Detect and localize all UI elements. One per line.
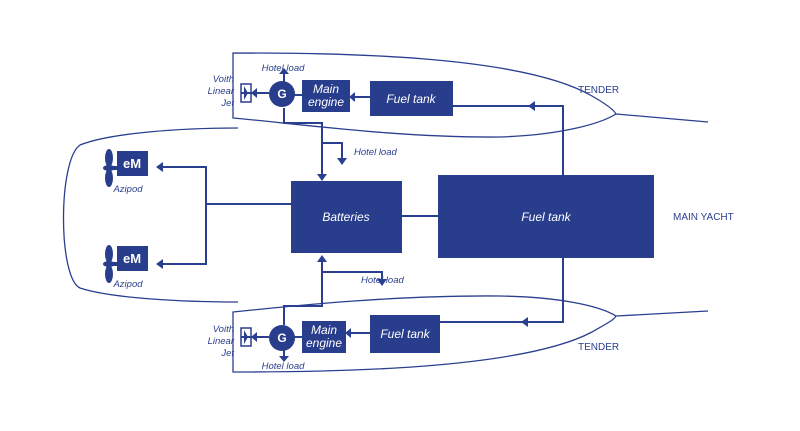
flow-gen-batteries-bottom (283, 258, 323, 325)
arrow-head (279, 356, 289, 362)
top-main-engine-label-1: Main (313, 82, 339, 96)
hotel-load-lower-label: Hotel load (361, 275, 404, 286)
bottom-fuel-tank-box (370, 315, 440, 353)
bottom-main-engine-label-2: engine (306, 336, 342, 350)
bottom-azipod-icon (103, 245, 148, 283)
top-azipod-icon (103, 149, 148, 187)
voith-top-label-1: Voith (213, 74, 234, 85)
bottom-fuel-tank-label: Fuel tank (380, 327, 430, 341)
tender-bottom-bow-line (615, 310, 709, 317)
arrow-head (317, 174, 327, 181)
flow-bus-azipod-bottom (162, 204, 207, 265)
tender-bottom-label: TENDER (578, 342, 619, 353)
flow-gen-batteries-top (283, 108, 323, 176)
arrow-head (377, 279, 387, 286)
top-voith-jet-icon (240, 83, 256, 103)
arrow-head (279, 68, 289, 74)
arrow-head (521, 317, 528, 327)
arrow-head (317, 255, 327, 262)
top-azipod-label: Azipod (112, 184, 143, 195)
bottom-em-label: eM (123, 251, 141, 266)
tender-top-hull (232, 52, 617, 138)
hotel-load-top-tender-label: Hotel load (262, 63, 305, 74)
top-main-engine-label-2: engine (308, 95, 344, 109)
hotel-load-upper-label: Hotel load (354, 147, 397, 158)
bottom-generator-icon (269, 325, 295, 351)
bottom-generator-label: G (277, 331, 286, 345)
tender-bottom-hull (232, 295, 617, 373)
arrow-head (337, 158, 347, 165)
bottom-main-engine-label-1: Main (311, 323, 337, 337)
main-fuel-tank-label: Fuel tank (521, 210, 571, 224)
arrow-head (349, 92, 355, 102)
arrow-head (156, 162, 163, 172)
batteries-label: Batteries (322, 210, 369, 224)
flow-main-fuel-top-tender (452, 105, 564, 175)
arrow-head (528, 101, 535, 111)
voith-top-label-2: Linear (208, 86, 235, 97)
voith-bottom-label-2: Linear (208, 336, 235, 347)
tender-top-label: TENDER (578, 85, 619, 96)
voith-top-label-3: Jet (220, 98, 234, 109)
flow-hotel-lower (322, 271, 383, 280)
top-em-label: eM (123, 156, 141, 171)
main-yacht-label: MAIN YACHT (673, 212, 734, 223)
top-main-engine-box (302, 80, 350, 112)
top-fuel-tank-box (370, 81, 453, 116)
batteries-box (291, 181, 402, 253)
main-fuel-tank-box (438, 175, 654, 258)
bottom-voith-jet-icon (240, 327, 256, 347)
top-fuel-tank-label: Fuel tank (386, 92, 436, 106)
bottom-main-engine-box (302, 321, 346, 353)
top-generator-icon (269, 81, 295, 107)
arrow-head (156, 259, 163, 269)
flow-bus-azipod-top (162, 166, 207, 204)
main-yacht-hull (62, 127, 239, 303)
bottom-azipod-label: Azipod (112, 279, 143, 290)
voith-bottom-label-3: Jet (220, 348, 234, 359)
tender-top-bow-line (615, 113, 709, 123)
hotel-load-bottom-tender-label: Hotel load (262, 361, 305, 372)
top-generator-label: G (277, 87, 286, 101)
voith-bottom-label-1: Voith (213, 324, 234, 335)
arrow-head (345, 328, 351, 338)
flow-main-fuel-bottom-tender (440, 258, 564, 323)
flow-hotel-upper (322, 142, 343, 160)
